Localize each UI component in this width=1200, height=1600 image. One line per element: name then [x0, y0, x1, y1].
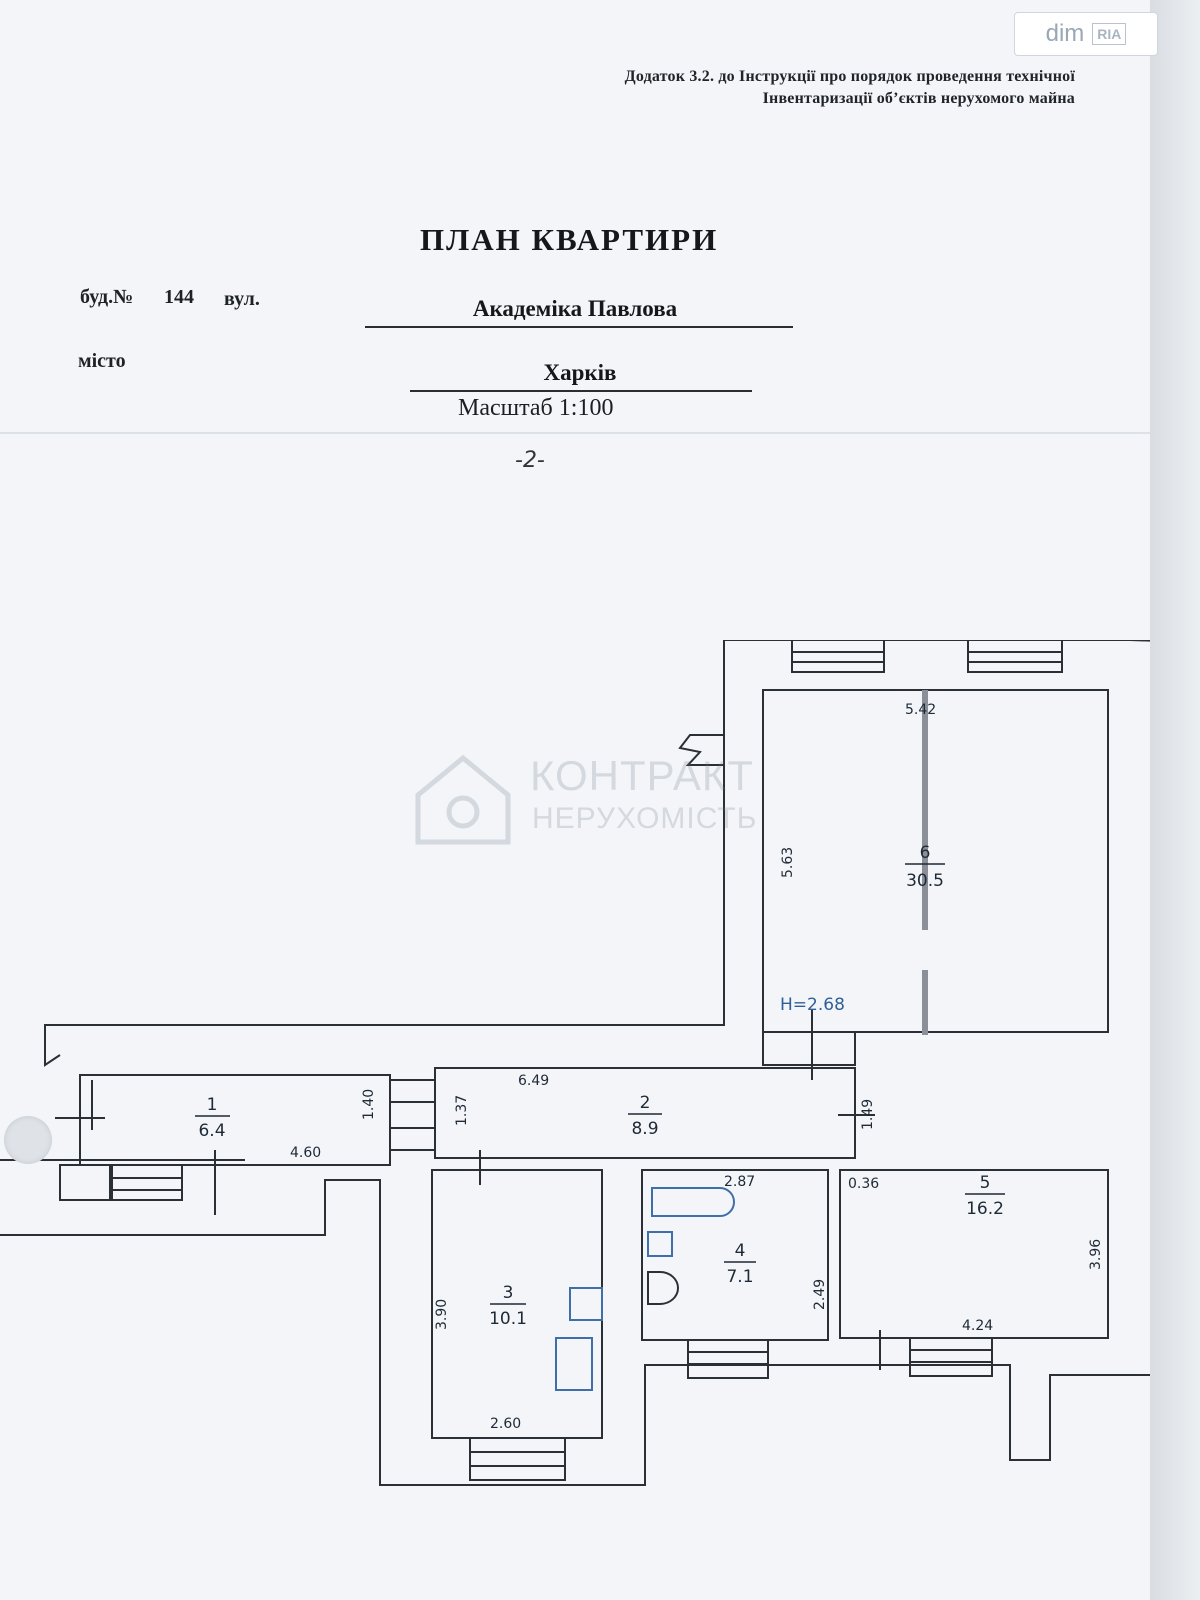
city-value: Харків [543, 360, 617, 385]
watermark-line-2: НЕРУХОМІСТЬ [532, 802, 758, 835]
dimria-logo[interactable]: dim RIA [1014, 12, 1158, 56]
bathroom-sink [647, 1231, 673, 1257]
room-3-area: 10.1 [489, 1309, 527, 1329]
r5-offset-dim: 0.36 [848, 1176, 879, 1192]
floor-plan: 6 30.5 1 6.4 2 8.9 3 10.1 4 7.1 5 16.2 5… [0, 640, 1150, 1486]
ceiling-height: H=2.68 [780, 995, 845, 1015]
street-underline [365, 326, 793, 328]
r1-depth-dim: 1.40 [361, 1089, 377, 1120]
room-5-area: 16.2 [966, 1199, 1004, 1219]
logo-badge: RIA [1092, 23, 1127, 45]
logo-text: dim [1045, 20, 1085, 47]
window-left-1 [59, 1164, 111, 1201]
r2-depth-right-dim: 1.49 [860, 1099, 876, 1130]
r6-width-dim: 5.42 [905, 702, 936, 718]
room-1-outline [79, 1074, 391, 1166]
city-label: місто [78, 350, 126, 372]
window-top-1 [791, 640, 885, 673]
contract-watermark: КОНТРАКТ НЕРУХОМІСТЬ [408, 750, 788, 850]
room-6-area: 30.5 [906, 871, 944, 891]
document-title: ПЛАН КВАРТИРИ [420, 222, 719, 257]
appendix-line-1: Додаток 3.2. до Інструкції про порядок п… [624, 68, 1075, 85]
wall-corridor-link [762, 1032, 856, 1066]
scale-label: Масштаб 1:100 [458, 395, 614, 421]
toilet [647, 1271, 679, 1305]
bathtub [651, 1187, 735, 1217]
room-2-area: 8.9 [631, 1119, 658, 1139]
document-sheet [0, 0, 1150, 1600]
appendix-note: Додаток 3.2. до Інструкції про порядок п… [625, 66, 1075, 110]
r1-width-dim: 4.60 [290, 1145, 321, 1161]
room-5-outline [839, 1169, 1109, 1339]
room-3-number: 3 [503, 1283, 514, 1303]
background-surface [1150, 0, 1200, 1600]
outer-wall-top-left [44, 640, 725, 1067]
window-top-2 [967, 640, 1063, 673]
window-left-2 [111, 1164, 183, 1201]
house-logo-icon [415, 754, 511, 845]
street-value: Академіка Павлова [472, 296, 678, 321]
room-4-number: 4 [735, 1241, 746, 1261]
r3-depth-dim: 3.90 [434, 1299, 450, 1330]
paper-fold-line [0, 432, 1150, 434]
r4-width-dim: 2.87 [724, 1174, 755, 1190]
r3-width-dim: 2.60 [490, 1416, 521, 1432]
room-4-area: 7.1 [726, 1267, 753, 1287]
watermark-line-1: КОНТРАКТ [530, 752, 754, 799]
building-number: 144 [164, 286, 194, 308]
building-label: буд.№ [80, 286, 134, 308]
room-1-area: 6.4 [198, 1121, 225, 1141]
street-label: вул. [224, 288, 260, 310]
room-6-outline [762, 689, 1109, 1033]
window-room-4 [687, 1339, 769, 1379]
passage-1-2 [389, 1079, 436, 1151]
sheet-number: -2- [515, 448, 545, 473]
window-room-3 [469, 1437, 566, 1481]
kitchen-stove [555, 1337, 593, 1391]
room-2-outline [434, 1067, 856, 1159]
r2-width-dim: 6.49 [518, 1073, 549, 1089]
room-2-number: 2 [640, 1093, 651, 1113]
r4-depth-dim: 2.49 [812, 1279, 828, 1310]
punch-hole [4, 1116, 52, 1164]
r2-depth-left-dim: 1.37 [454, 1095, 470, 1126]
r5-width-dim: 4.24 [962, 1318, 993, 1334]
kitchen-sink [569, 1287, 603, 1321]
room-1-number: 1 [207, 1095, 218, 1115]
room-6-number: 6 [920, 843, 931, 863]
room-5-number: 5 [980, 1173, 991, 1193]
appendix-line-2: Інвентаризації об’єктів нерухомого майна [762, 90, 1075, 107]
window-room-5 [909, 1337, 993, 1377]
city-underline [410, 390, 752, 392]
r5-depth-dim: 3.96 [1088, 1239, 1104, 1270]
outer-wall-outline [0, 640, 1150, 1486]
r6-depth-dim: 5.63 [780, 847, 796, 878]
stair-notch [678, 734, 724, 766]
